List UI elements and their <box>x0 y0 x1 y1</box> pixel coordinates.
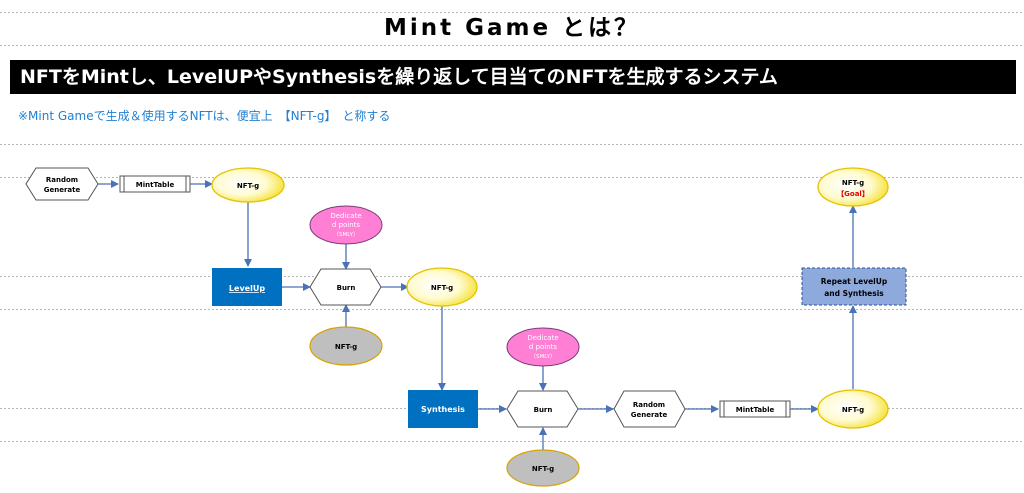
nft-label: NFT-g <box>237 182 259 190</box>
banner: NFTをMintし、LevelUPやSynthesisを繰り返して目当てのNFT… <box>10 60 1016 94</box>
dedicated-label: Dedicate <box>527 334 558 342</box>
dedicated-label: （SMLY） <box>531 353 556 360</box>
burn-node-2: Burn <box>506 390 579 428</box>
mint-table-node-1: MintTable <box>119 175 191 193</box>
nft-goal-node: NFT-g 【Goal】 <box>817 167 889 207</box>
mint-table-label: MintTable <box>136 181 175 189</box>
random-generate-label: Random <box>46 176 78 184</box>
repeat-label: Repeat LevelUp <box>821 277 888 286</box>
dedicated-label: Dedicate <box>330 212 361 220</box>
random-generate-node-1: Random Generate <box>25 167 99 201</box>
random-generate-node-2: Random Generate <box>613 390 686 428</box>
nft-label: NFT-g <box>335 343 357 351</box>
note-text: ※Mint Gameで生成＆使用するNFTは、便宜上 【NFT-g】 と称する <box>18 109 391 123</box>
nft-label: NFT-g <box>532 465 554 473</box>
synthesis-node: Synthesis <box>408 390 478 428</box>
page-title: Mint Game とは？ <box>383 15 641 41</box>
nft-label: NFT-g <box>842 406 864 414</box>
repeat-node: Repeat LevelUp and Synthesis <box>801 267 907 306</box>
nft-node-3: NFT-g <box>817 389 889 429</box>
dedicated-label: （SMLY） <box>334 231 359 238</box>
nft-label: NFT-g <box>431 284 453 292</box>
burn-label: Burn <box>337 284 356 292</box>
random-generate-label: Generate <box>631 411 668 419</box>
dedicated-label: d points <box>332 221 361 229</box>
burn-node-1: Burn <box>309 268 382 306</box>
nft-burn-input-1: NFT-g <box>309 326 383 366</box>
dedicated-points-node-1: Dedicate d points （SMLY） <box>309 205 383 245</box>
mint-table-label: MintTable <box>736 406 775 414</box>
nft-node-2: NFT-g <box>406 267 478 307</box>
connectors <box>98 180 857 450</box>
levelup-label: LevelUp <box>229 284 265 293</box>
nft-burn-input-2: NFT-g <box>506 449 580 487</box>
random-generate-label: Random <box>633 401 665 409</box>
dedicated-label: d points <box>529 343 558 351</box>
random-generate-label: Generate <box>44 186 81 194</box>
burn-label: Burn <box>534 406 553 414</box>
repeat-label: and Synthesis <box>824 289 884 298</box>
dedicated-points-node-2: Dedicate d points （SMLY） <box>506 327 580 367</box>
nft-label: NFT-g <box>842 179 864 187</box>
goal-label: 【Goal】 <box>837 190 869 198</box>
levelup-node: LevelUp <box>212 268 282 306</box>
nft-node-1: NFT-g <box>211 167 285 203</box>
mint-table-node-2: MintTable <box>719 400 791 418</box>
synthesis-label: Synthesis <box>421 405 465 414</box>
